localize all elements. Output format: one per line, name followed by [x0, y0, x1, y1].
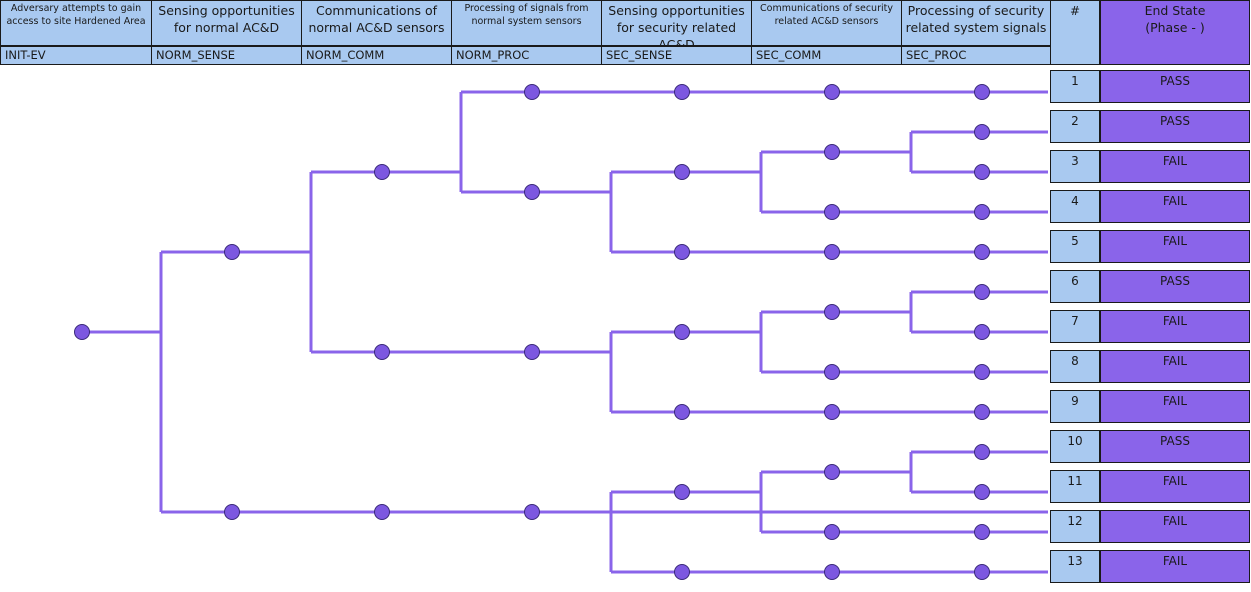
- branch-node: [824, 364, 840, 380]
- branch-node: [674, 324, 690, 340]
- column-header-norm-proc: Processing of signals from normal system…: [451, 0, 601, 46]
- end-state-subtitle: (Phase - ): [1145, 19, 1205, 35]
- branch-node: [524, 84, 540, 100]
- branch-node: [524, 504, 540, 520]
- column-header-sec-comm: Communications of security related AC&D …: [751, 0, 901, 46]
- sequence-number-header: #: [1050, 0, 1100, 65]
- column-code-init-ev: INIT-EV: [0, 46, 151, 65]
- branch-node: [974, 364, 990, 380]
- branch-node: [974, 324, 990, 340]
- sequence-number: 2: [1050, 110, 1100, 143]
- branch-node: [524, 184, 540, 200]
- branch-node: [974, 124, 990, 140]
- sequence-end-state: FAIL: [1100, 310, 1250, 343]
- branch-node: [374, 344, 390, 360]
- sequence-number: 1: [1050, 70, 1100, 103]
- event-tree-header: Adversary attempts to gain access to sit…: [0, 0, 1251, 65]
- branch-node: [974, 244, 990, 260]
- sequence-end-state: PASS: [1100, 70, 1250, 103]
- branch-node: [374, 164, 390, 180]
- branch-node: [74, 324, 90, 340]
- branch-node: [824, 564, 840, 580]
- column-header-init-ev: Adversary attempts to gain access to sit…: [0, 0, 151, 46]
- branch-node: [824, 524, 840, 540]
- column-header-sec-proc: Processing of security related system si…: [901, 0, 1050, 46]
- branch-node: [974, 444, 990, 460]
- sequence-number: 6: [1050, 270, 1100, 303]
- branch-node: [974, 564, 990, 580]
- branch-node: [674, 164, 690, 180]
- sequence-end-state: FAIL: [1100, 470, 1250, 503]
- end-state-title: End State: [1144, 3, 1206, 18]
- branch-node: [974, 164, 990, 180]
- branch-node: [824, 244, 840, 260]
- sequence-end-state: FAIL: [1100, 510, 1250, 543]
- branch-node: [974, 204, 990, 220]
- sequence-end-state: FAIL: [1100, 350, 1250, 383]
- end-state-header: End State (Phase - ): [1100, 0, 1250, 65]
- column-code-norm-comm: NORM_COMM: [301, 46, 451, 65]
- branch-node: [674, 564, 690, 580]
- branch-node: [974, 84, 990, 100]
- branch-node: [674, 244, 690, 260]
- sequence-end-state: FAIL: [1100, 390, 1250, 423]
- sequence-number: 8: [1050, 350, 1100, 383]
- branch-node: [224, 244, 240, 260]
- branch-node: [974, 404, 990, 420]
- column-title: Adversary attempts to gain access to sit…: [6, 3, 146, 27]
- sequence-number: 11: [1050, 470, 1100, 503]
- column-header-norm-comm: Communications of normal AC&D sensors: [301, 0, 451, 46]
- column-code-sec-sense: SEC_SENSE: [601, 46, 751, 65]
- column-code-sec-comm: SEC_COMM: [751, 46, 901, 65]
- column-code-norm-proc: NORM_PROC: [451, 46, 601, 65]
- column-header-norm-sense: Sensing opportunities for normal AC&D: [151, 0, 301, 46]
- branch-node: [974, 284, 990, 300]
- branch-node: [824, 464, 840, 480]
- branch-node: [824, 404, 840, 420]
- column-code-norm-sense: NORM_SENSE: [151, 46, 301, 65]
- sequence-end-state: FAIL: [1100, 550, 1250, 583]
- column-code-sec-proc: SEC_PROC: [901, 46, 1050, 65]
- sequence-number: 3: [1050, 150, 1100, 183]
- branch-node: [824, 204, 840, 220]
- sequence-end-state: PASS: [1100, 110, 1250, 143]
- column-title: Processing of security related system si…: [905, 3, 1047, 35]
- branch-node: [824, 144, 840, 160]
- sequence-number: 5: [1050, 230, 1100, 263]
- sequence-end-state: PASS: [1100, 270, 1250, 303]
- branch-node: [524, 344, 540, 360]
- branch-lines: [82, 90, 1048, 574]
- column-title: Communications of security related AC&D …: [760, 3, 893, 27]
- sequence-end-state: FAIL: [1100, 230, 1250, 263]
- sequence-end-state: PASS: [1100, 430, 1250, 463]
- branch-node: [674, 84, 690, 100]
- column-title: Processing of signals from normal system…: [464, 3, 589, 27]
- column-header-sec-sense: Sensing opportunities for security relat…: [601, 0, 751, 52]
- sequence-number: 4: [1050, 190, 1100, 223]
- column-title: Sensing opportunities for normal AC&D: [158, 3, 295, 35]
- branch-nodes: [74, 84, 990, 580]
- branch-node: [674, 404, 690, 420]
- branch-node: [224, 504, 240, 520]
- branch-node: [974, 484, 990, 500]
- sequence-end-state: FAIL: [1100, 190, 1250, 223]
- branch-node: [824, 84, 840, 100]
- sequence-number: 9: [1050, 390, 1100, 423]
- branch-node: [974, 524, 990, 540]
- sequence-number: 12: [1050, 510, 1100, 543]
- sequence-end-state: FAIL: [1100, 150, 1250, 183]
- sequence-number: 7: [1050, 310, 1100, 343]
- column-title: Communications of normal AC&D sensors: [308, 3, 445, 35]
- branch-node: [824, 304, 840, 320]
- branch-node: [374, 504, 390, 520]
- branch-node: [674, 484, 690, 500]
- sequence-number: 10: [1050, 430, 1100, 463]
- sequence-number: 13: [1050, 550, 1100, 583]
